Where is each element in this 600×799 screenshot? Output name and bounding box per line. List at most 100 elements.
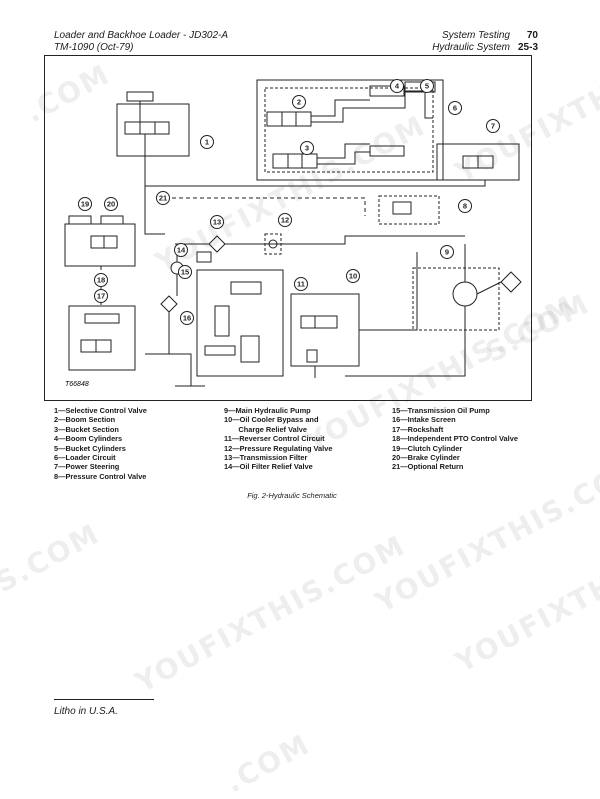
callout-number: 14 xyxy=(177,246,186,255)
rockshaft-cylinder xyxy=(84,313,120,324)
bucket-section-valve xyxy=(272,153,318,169)
header-left: Loader and Backhoe Loader - JD302-A TM-1… xyxy=(54,30,228,54)
callout-number: 7 xyxy=(491,122,495,131)
oil-cooler-bypass-frame xyxy=(290,293,360,367)
main-pump-frame xyxy=(412,267,500,331)
legend-item: 17—Rockshaft xyxy=(392,424,444,434)
watermark: YOUFIXTHIS.COM xyxy=(130,528,412,700)
callout-circle xyxy=(156,191,170,205)
callout-number: 17 xyxy=(97,292,105,301)
callout-number: 10 xyxy=(349,272,357,281)
legend-column-3: 15—Transmission Oil Pump 16—Intake Scree… xyxy=(392,406,552,472)
group-name: Hydraulic System xyxy=(432,42,510,53)
callout-number: 19 xyxy=(81,200,89,209)
clutch-cylinder xyxy=(68,215,92,225)
figure-caption-row: Fig. 2-Hydraulic Schematic xyxy=(0,491,600,500)
callout-circle xyxy=(486,119,500,133)
legend-item: 2—Boom Section xyxy=(54,415,116,425)
callout-number: 1 xyxy=(205,138,209,147)
callout-circle xyxy=(210,215,224,229)
callout-number: 13 xyxy=(213,218,221,227)
watermark: S.COM xyxy=(0,516,106,600)
callout-circle xyxy=(94,273,108,287)
callout-circle xyxy=(180,311,194,325)
cooler-symbol xyxy=(306,349,318,363)
oil-filter-relief-valve xyxy=(196,251,212,263)
callout-number: 8 xyxy=(463,202,467,211)
reverser-valve-a xyxy=(230,281,262,295)
main-hydraulic-pump-symbol xyxy=(452,281,478,307)
selective-control-valve xyxy=(124,121,170,135)
watermark: .COM xyxy=(220,727,316,799)
callout-circle xyxy=(94,289,108,303)
callout-number: 18 xyxy=(97,276,105,285)
callout-number: 9 xyxy=(445,248,449,257)
bucket-cylinder xyxy=(404,81,436,93)
legend-item: 5—Bucket Cylinders xyxy=(54,443,126,453)
legend-item: 20—Brake Cylinder xyxy=(392,453,460,463)
ptocv-upper-frame xyxy=(64,223,136,267)
callout-number: 16 xyxy=(183,314,191,323)
legend-item: 21—Optional Return xyxy=(392,462,464,472)
legend-item: 9—Main Hydraulic Pump xyxy=(224,406,311,415)
legend-item: 4—Boom Cylinders xyxy=(54,434,123,444)
reverser-accumulator xyxy=(240,335,260,363)
reverser-cylinder xyxy=(204,345,236,356)
pump-filter-symbol xyxy=(500,271,522,293)
callout-circle xyxy=(200,135,214,149)
manual-number: TM-1090 (Oct-79) xyxy=(54,42,134,53)
callout-number: 11 xyxy=(297,280,305,289)
reverser-valve-b xyxy=(214,305,230,337)
legend-column-1: 1—Selective Control Valve 2—Boom Section… xyxy=(54,406,214,481)
legend-item: 18—Independent PTO Control Valve xyxy=(392,434,518,444)
legend-item: 8—Pressure Control Valve xyxy=(54,471,147,481)
callout-circle xyxy=(78,197,92,211)
section-number: 70 xyxy=(526,30,538,41)
rockshaft-frame xyxy=(68,305,136,371)
intake-screen-symbol xyxy=(160,295,178,313)
callout-circle xyxy=(458,199,472,213)
legend-item: 1—Selective Control Valve xyxy=(54,406,147,415)
callout-number: 5 xyxy=(425,82,429,91)
callout-number: 20 xyxy=(107,200,115,209)
section-name: System Testing xyxy=(442,30,510,41)
legend-item: 16—Intake Screen xyxy=(392,415,456,425)
loader-circuit-inner xyxy=(264,87,434,173)
loader-circuit-frame xyxy=(256,79,444,181)
callout-circle xyxy=(104,197,118,211)
callout-number: 6 xyxy=(453,104,457,113)
callout-number: 3 xyxy=(305,144,309,153)
pressure-control-valve xyxy=(392,201,412,215)
pressure-control-valve-frame xyxy=(378,195,440,225)
drawing-code: T66848 xyxy=(65,381,89,388)
footer-rule xyxy=(54,699,154,700)
transmission-filter-symbol xyxy=(208,235,226,253)
callout-circle xyxy=(292,95,306,109)
legend-item: 6—Loader Circuit xyxy=(54,453,116,463)
legend-item: Charge Relief Valve xyxy=(224,424,307,434)
legend-item: 3—Bucket Section xyxy=(54,424,119,434)
power-steering-frame xyxy=(436,143,520,181)
legend-item: 19—Clutch Cylinder xyxy=(392,443,463,453)
legend-item: 7—Power Steering xyxy=(54,462,120,472)
selective-control-valve-frame xyxy=(116,103,190,157)
callout-circle xyxy=(346,269,360,283)
callout-circle xyxy=(300,141,314,155)
legend-item: 13—Transmission Filter xyxy=(224,453,308,463)
callout-number: 4 xyxy=(395,82,400,91)
legend-item: 10—Oil Cooler Bypass and xyxy=(224,415,319,425)
legend-item: 11—Reverser Control Circuit xyxy=(224,434,325,444)
callout-circle xyxy=(174,243,188,257)
callout-circle xyxy=(420,79,434,93)
callout-number: 15 xyxy=(181,268,189,277)
callout-number: 2 xyxy=(297,98,301,107)
callout-circle xyxy=(278,213,292,227)
callout-circle xyxy=(440,245,454,259)
legend-item: 14—Oil Filter Relief Valve xyxy=(224,462,313,472)
callout-number: 21 xyxy=(159,194,167,203)
legend-item: 15—Transmission Oil Pump xyxy=(392,406,490,415)
legend-column-2: 9—Main Hydraulic Pump 10—Oil Cooler Bypa… xyxy=(224,406,394,472)
callout-number: 12 xyxy=(281,216,289,225)
